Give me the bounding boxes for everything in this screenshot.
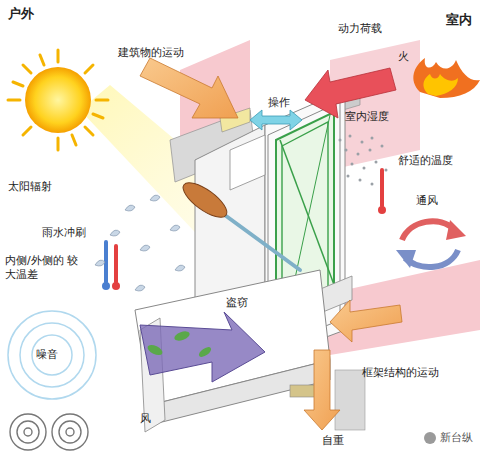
label: 内侧/外侧的 较大温差: [5, 254, 79, 282]
label: 盗窃: [226, 296, 248, 310]
label: 室内湿度: [345, 110, 389, 124]
label: 太阳辐射: [8, 180, 52, 194]
ventilation: [396, 220, 466, 268]
label: 雨水冲刷: [42, 226, 86, 240]
label: 框架结构的运动: [362, 366, 439, 380]
label: 噪音: [36, 348, 58, 362]
thermometers: [102, 168, 386, 290]
label: 新台纵: [440, 431, 473, 445]
label: 建筑物的运动: [118, 46, 184, 60]
label: 室内: [446, 12, 472, 28]
label: 自重: [322, 434, 344, 448]
label: 火: [398, 50, 409, 64]
label: 舒适的温度: [398, 154, 453, 168]
label: 通风: [416, 194, 438, 208]
label: 操作: [268, 96, 290, 110]
label: 户外: [8, 6, 34, 22]
label: 动力荷载: [338, 22, 382, 36]
fire: [413, 58, 480, 98]
label: 风: [140, 412, 151, 426]
sun: [8, 50, 108, 150]
screwdriver: [178, 177, 300, 270]
